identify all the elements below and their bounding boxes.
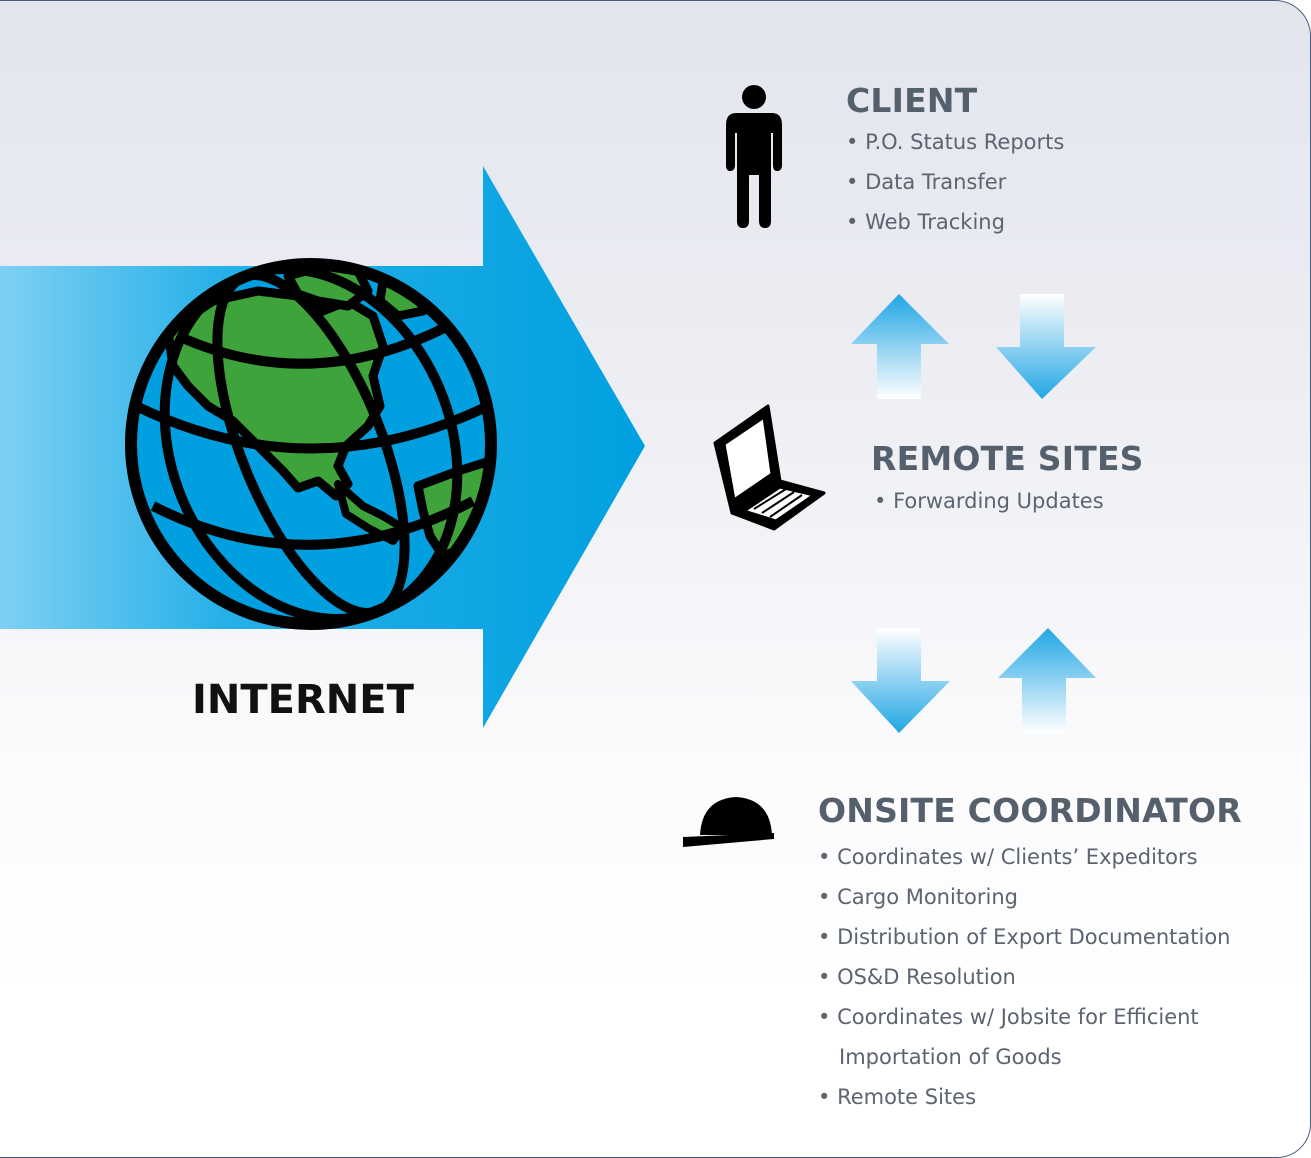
onsite-bullet: Distribution of Export Documentation bbox=[818, 917, 1230, 957]
down-arrow-icon bbox=[851, 628, 950, 733]
up-arrow-icon bbox=[998, 628, 1096, 733]
onsite-bullet: Coordinates w/ Clients’ Expeditors bbox=[818, 837, 1230, 877]
onsite-coordinator-heading: ONSITE COORDINATOR bbox=[818, 791, 1242, 830]
internet-label: INTERNET bbox=[192, 677, 414, 723]
client-bullet: Web Tracking bbox=[846, 202, 1064, 242]
hard-hat-icon bbox=[683, 797, 774, 847]
onsite-bullet: Coordinates w/ Jobsite for Efficient bbox=[818, 997, 1230, 1037]
laptop-icon bbox=[713, 404, 826, 531]
remote-sites-bullet-list: Forwarding Updates bbox=[874, 481, 1104, 521]
client-remote-arrows bbox=[851, 294, 1096, 399]
client-bullet: Data Transfer bbox=[846, 162, 1064, 202]
onsite-bullet-continuation-text: Importation of Goods bbox=[839, 1045, 1062, 1069]
onsite-bullet: Remote Sites bbox=[818, 1077, 1230, 1117]
down-arrow-icon bbox=[996, 294, 1096, 399]
onsite-bullet: Cargo Monitoring bbox=[818, 877, 1230, 917]
onsite-bullet-continuation: Importation of Goods bbox=[818, 1037, 1230, 1077]
remote-sites-heading: REMOTE SITES bbox=[871, 439, 1144, 478]
person-icon bbox=[726, 85, 782, 228]
client-bullet-list: P.O. Status Reports Data Transfer Web Tr… bbox=[846, 122, 1064, 242]
onsite-bullet-list: Coordinates w/ Clients’ Expeditors Cargo… bbox=[818, 837, 1230, 1117]
up-arrow-icon bbox=[851, 294, 949, 399]
client-bullet: P.O. Status Reports bbox=[846, 122, 1064, 162]
remote-onsite-arrows bbox=[851, 628, 1096, 733]
globe-icon bbox=[125, 258, 497, 630]
remote-sites-bullet: Forwarding Updates bbox=[874, 481, 1104, 521]
onsite-bullet: OS&D Resolution bbox=[818, 957, 1230, 997]
client-heading: CLIENT bbox=[846, 81, 978, 120]
